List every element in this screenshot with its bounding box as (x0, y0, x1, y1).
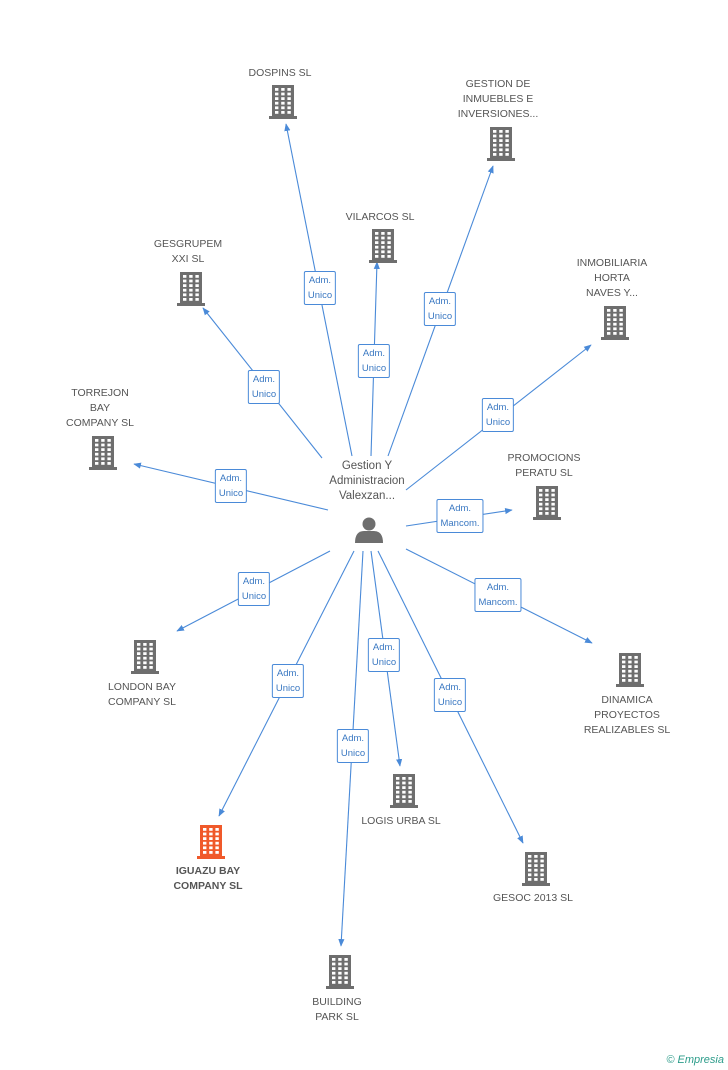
role-badge-london-bay: Adm. Unico (237, 572, 271, 606)
role-badge-torrejon: Adm. Unico (214, 469, 248, 503)
building-icon[interactable] (369, 229, 397, 263)
building-icon[interactable] (131, 640, 159, 674)
node-label-iguazu[interactable]: IGUAZU BAY COMPANY SL (173, 865, 243, 892)
role-badge-gesoc: Adm. Unico (433, 678, 467, 712)
node-label-gesoc[interactable]: GESOC 2013 SL (493, 892, 573, 904)
building-icon[interactable] (89, 436, 117, 470)
role-badge-promocions: Adm. Mancom. (436, 499, 484, 533)
node-label-dospins[interactable]: DOSPINS SL (248, 67, 312, 79)
node-label-gesgrupem[interactable]: GESGRUPEM XXI SL (153, 238, 223, 265)
node-label-building-park[interactable]: BUILDING PARK SL (312, 996, 362, 1023)
building-icon[interactable] (487, 127, 515, 161)
node-label-london-bay[interactable]: LONDON BAY COMPANY SL (107, 681, 177, 708)
node-label-logis-urba[interactable]: LOGIS URBA SL (361, 815, 441, 827)
role-badge-inmobiliaria-horta: Adm. Unico (481, 398, 515, 432)
role-badge-dinamica: Adm. Mancom. (474, 578, 522, 612)
copyright-symbol: © (666, 1054, 675, 1066)
building-icon[interactable] (269, 85, 297, 119)
building-icon[interactable] (522, 852, 550, 886)
role-badge-dospins: Adm. Unico (303, 271, 337, 305)
building-icon[interactable] (533, 486, 561, 520)
building-icon[interactable] (390, 774, 418, 808)
building-icon[interactable] (197, 825, 225, 859)
role-badge-iguazu: Adm. Unico (271, 664, 305, 698)
person-icon[interactable] (355, 517, 383, 544)
building-icon[interactable] (601, 306, 629, 340)
node-label-dinamica[interactable]: DINAMICA PROYECTOS REALIZABLES SL (583, 694, 671, 736)
role-badge-gestion-inmuebles: Adm. Unico (423, 292, 457, 326)
building-icon[interactable] (326, 955, 354, 989)
node-label-vilarcos[interactable]: VILARCOS SL (345, 211, 415, 223)
node-label-torrejon[interactable]: TORREJON BAY COMPANY SL (66, 387, 134, 429)
node-label-gestion-inmuebles[interactable]: GESTION DE INMUEBLES E INVERSIONES... (457, 78, 539, 120)
role-badge-building-park: Adm. Unico (336, 729, 370, 763)
center-label[interactable]: Gestion Y Administracion Valexzan... (329, 460, 405, 502)
role-badge-vilarcos: Adm. Unico (357, 344, 391, 378)
role-badge-logis-urba: Adm. Unico (367, 638, 401, 672)
role-badge-gesgrupem: Adm. Unico (247, 370, 281, 404)
brand-name: Empresia (677, 1054, 724, 1066)
building-icon[interactable] (177, 272, 205, 306)
building-icon[interactable] (616, 653, 644, 687)
node-label-promocions[interactable]: PROMOCIONS PERATU SL (507, 452, 581, 479)
node-label-inmobiliaria-horta[interactable]: INMOBILIARIA HORTA NAVES Y... (576, 257, 648, 299)
brand-logo: © Empresia (666, 1054, 724, 1066)
